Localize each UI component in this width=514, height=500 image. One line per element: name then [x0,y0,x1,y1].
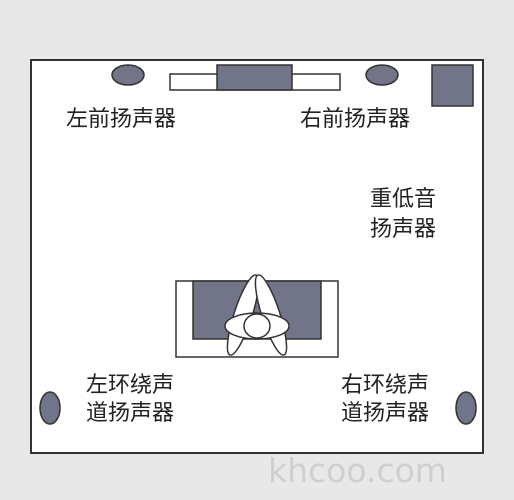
subwoofer-label-line1: 重低音 [370,187,437,212]
front-left-speaker [111,64,145,86]
surround-left-label-line1: 左环绕声 [86,373,175,398]
front-right-speaker [365,64,399,86]
room-outline [30,59,484,454]
surround-right-label-line2: 道扬声器 [341,401,430,426]
subwoofer-label-line2: 扬声器 [370,217,437,242]
surround-left-label-line2: 道扬声器 [86,401,175,426]
surround-right-label-line1: 右环绕声 [341,373,430,398]
watermark-text: khcoo.com [268,451,447,490]
tv-screen [216,64,293,91]
subwoofer-speaker [431,64,474,107]
surround-right-speaker [455,391,477,425]
surround-left-speaker [39,391,61,425]
listener-figure [224,274,290,356]
front-right-speaker-label: 右前扬声器 [300,107,411,132]
front-left-speaker-label: 左前扬声器 [66,107,177,132]
